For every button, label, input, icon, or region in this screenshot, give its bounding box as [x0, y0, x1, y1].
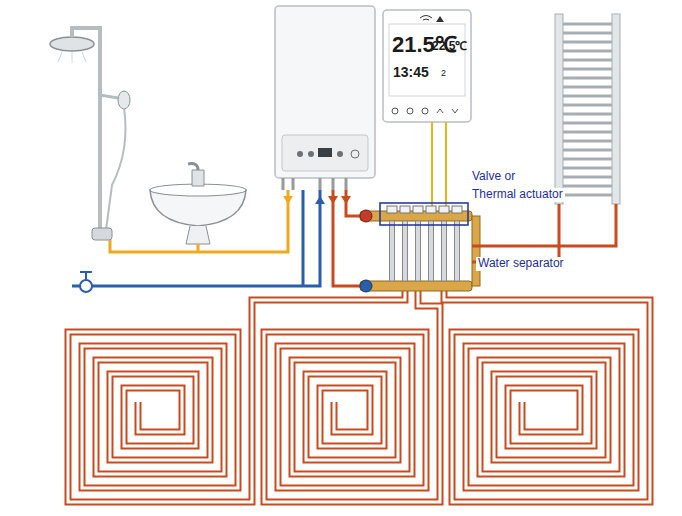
shower-symbol — [50, 28, 130, 240]
manifold-port — [390, 221, 395, 281]
callout-label: Valve or — [470, 170, 517, 184]
arrow-marks — [283, 196, 351, 204]
heating-pipe — [333, 190, 362, 286]
manifold-symbol — [360, 203, 480, 292]
manifold-port — [429, 221, 434, 281]
callout-label: Water separator — [476, 257, 566, 271]
thermal-actuator — [400, 206, 410, 213]
towel-radiator-symbol — [555, 14, 620, 204]
display-reading: 22.5℃ — [432, 40, 467, 54]
thermal-actuator — [439, 206, 449, 213]
floor-pipe — [444, 291, 650, 502]
callout-label: Thermal actuator — [470, 188, 565, 202]
stop-valve-symbol — [80, 272, 92, 292]
thermal-actuator — [452, 206, 462, 213]
manifold-port — [403, 221, 408, 281]
thermostat-wire — [432, 122, 446, 206]
washbasin-symbol — [150, 164, 246, 244]
display-reading: 2 — [441, 68, 446, 78]
floor-heating-loops — [68, 291, 650, 502]
radiator-pipe — [472, 204, 616, 262]
thermal-actuator — [387, 206, 397, 213]
manifold-port — [416, 221, 421, 281]
hot-water-pipe — [110, 190, 288, 252]
cold-water-pipe — [72, 190, 320, 286]
floor-pipe — [264, 291, 440, 502]
boiler-symbol — [275, 6, 375, 190]
display-reading: 13:45 — [393, 64, 429, 80]
floor-pipe — [68, 291, 405, 502]
thermal-actuator — [426, 206, 436, 213]
manifold-port — [455, 221, 460, 281]
manifold-port — [442, 221, 447, 281]
floor-pipe — [444, 291, 650, 502]
floor-pipe — [264, 291, 440, 502]
thermal-actuator — [413, 206, 423, 213]
floor-pipe — [68, 291, 405, 502]
thermostat-symbol — [383, 10, 471, 122]
